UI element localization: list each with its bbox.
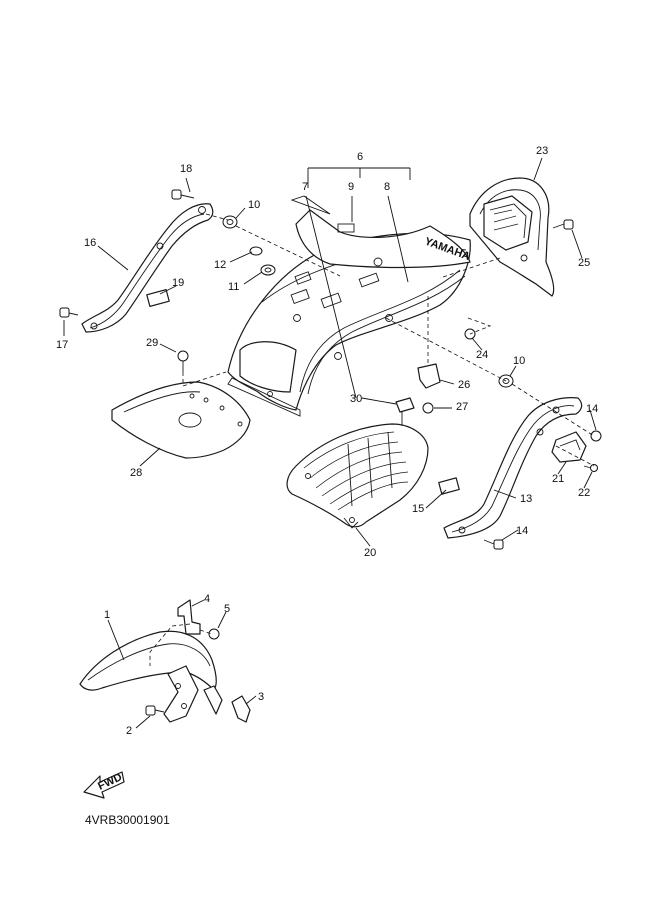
- callout-15: 14: [586, 403, 598, 415]
- callout-25: 24: [476, 349, 488, 361]
- fwd-arrow-icon: FWD: [83, 771, 125, 799]
- callout-2: 2: [126, 725, 132, 737]
- bracket-4: [177, 599, 201, 635]
- inner-mudguard: [286, 423, 429, 529]
- fwd-arrow-label: FWD: [96, 771, 124, 792]
- callout-6: 6: [357, 151, 363, 163]
- callout-16: 15: [412, 503, 424, 515]
- callout-9: 9: [348, 181, 354, 193]
- callout-23: 22: [578, 487, 590, 499]
- hardware: [59, 189, 602, 716]
- leader-lines: [63, 157, 597, 729]
- callout-13: 13: [520, 493, 532, 505]
- left-grab-bar: [81, 203, 214, 333]
- callout-4: 4: [204, 593, 210, 605]
- callout-17: 16: [84, 237, 96, 249]
- rear-fender: YAMAHA: [227, 209, 472, 417]
- callout-10-upper: 10: [248, 199, 260, 211]
- tail-light-assembly: [469, 177, 555, 297]
- callout-5: 5: [224, 603, 230, 615]
- callout-11: 11: [228, 281, 239, 293]
- callout-labels: 6 7 9 8 18 10 16 12 19 11 17 29 23 25 24…: [56, 145, 598, 737]
- callout-14: 14: [516, 525, 528, 537]
- callout-19: 18: [180, 163, 192, 175]
- callout-29: 28: [130, 467, 142, 479]
- front-fender: [79, 630, 251, 723]
- callout-24: 23: [536, 145, 548, 157]
- callout-26: 25: [578, 257, 590, 269]
- callout-7: 7: [302, 181, 308, 193]
- assembly-guides: [149, 213, 595, 666]
- right-grab-bar: [438, 397, 587, 539]
- callout-22: 21: [552, 473, 564, 485]
- callout-1: 1: [104, 609, 110, 621]
- callout-31: 30: [350, 393, 362, 405]
- callout-3: 3: [258, 691, 264, 703]
- callout-18: 17: [56, 339, 68, 351]
- cover-plate: [111, 381, 251, 459]
- callout-20: 19: [172, 277, 184, 289]
- callout-30: 29: [146, 337, 158, 349]
- callout-28: 27: [456, 401, 468, 413]
- callout-8: 8: [384, 181, 390, 193]
- callout-12: 12: [214, 259, 226, 271]
- catalog-code: 4VRB30001901: [85, 813, 170, 827]
- callout-10-lower: 10: [513, 355, 525, 367]
- callout-27: 26: [458, 379, 470, 391]
- callout-21: 20: [364, 547, 376, 559]
